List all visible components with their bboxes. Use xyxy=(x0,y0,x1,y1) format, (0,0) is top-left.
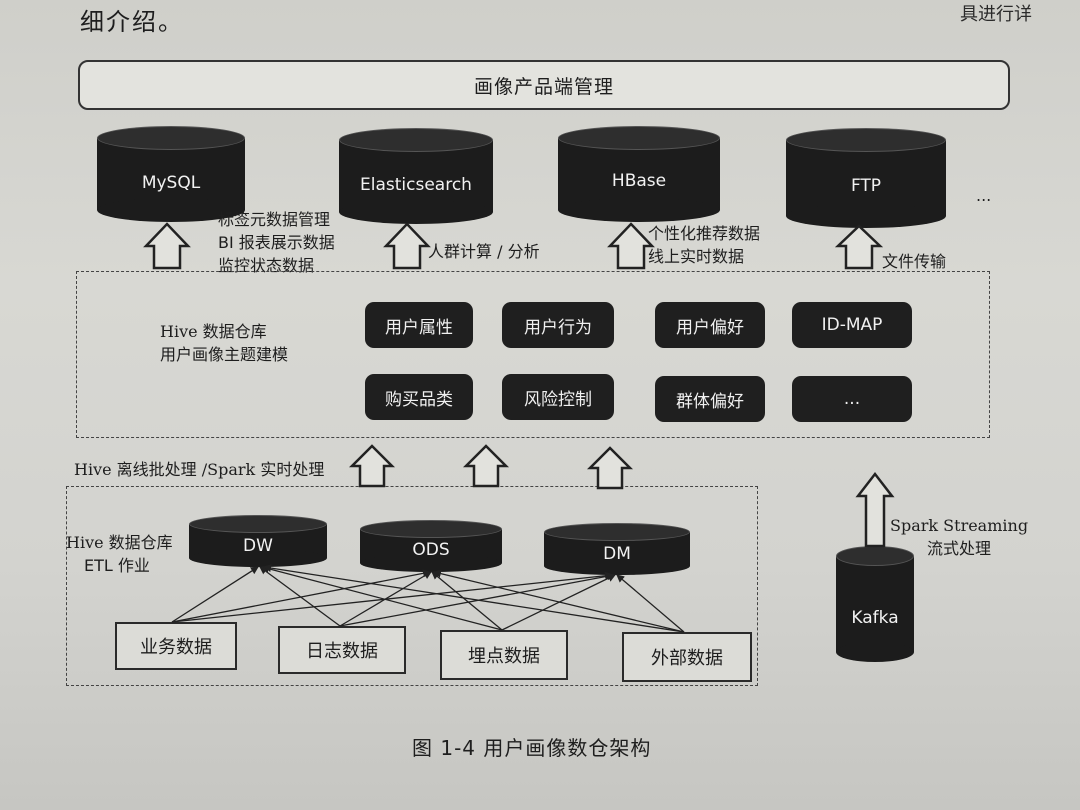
etl-label: Hive 数据仓库 ETL 作业 xyxy=(66,531,173,577)
warehouse-label-line: 用户画像主题建模 xyxy=(160,345,289,364)
topic-group-preference: 群体偏好 xyxy=(655,376,765,422)
streaming-label-line: 流式处理 xyxy=(927,539,992,558)
source-tracking-data: 埋点数据 xyxy=(440,630,568,680)
ftp-note: 文件传输 xyxy=(882,252,947,271)
up-arrow-mysql xyxy=(143,222,191,270)
processing-label: Hive 离线批处理 /Spark 实时处理 xyxy=(74,460,325,479)
layer-label: ODS xyxy=(412,540,450,560)
source-business-data: 业务数据 xyxy=(115,622,237,670)
elasticsearch-cylinder: Elasticsearch xyxy=(339,128,493,224)
storage-label: HBase xyxy=(611,171,667,191)
hbase-note-line: 个性化推荐数据 xyxy=(648,224,761,243)
etl-label-line: Hive 数据仓库 xyxy=(66,533,173,552)
mysql-note-line: 监控状态数据 xyxy=(218,256,315,275)
layer-label: DM xyxy=(603,544,631,564)
storage-label: MySQL xyxy=(141,173,201,193)
mysql-note: 标签元数据管理 BI 报表展示数据 监控状态数据 xyxy=(218,208,335,277)
streaming-label-line: Spark Streaming xyxy=(890,516,1029,535)
hive-warehouse-region xyxy=(76,271,990,438)
topic-user-preference: 用户偏好 xyxy=(655,302,765,348)
source-log-data: 日志数据 xyxy=(278,626,406,674)
up-arrow-kafka xyxy=(855,471,895,548)
product-management-banner: 画像产品端管理 xyxy=(78,60,1010,110)
up-arrow-process-1 xyxy=(348,444,396,488)
es-note: 人群计算 / 分析 xyxy=(428,242,540,261)
warehouse-label-line: Hive 数据仓库 xyxy=(160,322,267,341)
etl-region xyxy=(66,486,758,686)
up-arrow-elasticsearch xyxy=(383,222,431,270)
flow-line xyxy=(261,564,503,631)
page-top-text: 细介绍。 xyxy=(80,8,184,36)
up-arrow-process-3 xyxy=(586,446,634,490)
kafka-label: Kafka xyxy=(851,608,899,628)
up-arrow-process-2 xyxy=(462,444,510,488)
up-arrow-hbase xyxy=(607,222,655,270)
layer-label: DW xyxy=(243,536,273,556)
etl-label-line: ETL 作业 xyxy=(84,556,150,575)
topic-risk-control: 风险控制 xyxy=(502,374,614,420)
topic-more: ... xyxy=(792,376,912,422)
flow-line xyxy=(171,571,613,623)
flow-line xyxy=(616,574,685,633)
streaming-label: Spark Streaming 流式处理 xyxy=(890,514,1028,560)
ods-cylinder: ODS xyxy=(360,520,502,572)
mysql-note-line: BI 报表展示数据 xyxy=(218,233,335,252)
flow-line xyxy=(259,566,341,627)
flow-line xyxy=(433,569,685,633)
source-external-data: 外部数据 xyxy=(622,632,752,682)
warehouse-label: Hive 数据仓库 用户画像主题建模 xyxy=(160,320,288,366)
up-arrow-ftp xyxy=(834,224,884,270)
topic-user-attributes: 用户属性 xyxy=(365,302,473,348)
storage-label: FTP xyxy=(850,176,882,196)
hbase-note-line: 线上实时数据 xyxy=(648,247,745,266)
hbase-cylinder: HBase xyxy=(558,126,720,222)
topic-user-behavior: 用户行为 xyxy=(502,302,614,348)
flow-line xyxy=(171,566,259,623)
dm-cylinder: DM xyxy=(544,523,690,575)
topic-purchase-category: 购买品类 xyxy=(365,374,473,420)
storage-label: Elasticsearch xyxy=(360,175,472,195)
mysql-note-line: 标签元数据管理 xyxy=(218,210,331,229)
dw-cylinder: DW xyxy=(189,515,327,567)
topic-id-map: ID-MAP xyxy=(792,302,912,348)
page-corner-text: 具进行详 xyxy=(960,4,1032,25)
mysql-cylinder: MySQL xyxy=(97,126,245,222)
hbase-note: 个性化推荐数据 线上实时数据 xyxy=(648,222,760,268)
figure-caption: 图 1-4 用户画像数仓架构 xyxy=(412,736,652,760)
flow-line xyxy=(431,571,503,631)
storage-more: ... xyxy=(976,186,992,205)
flow-line xyxy=(263,564,685,633)
ftp-cylinder: FTP xyxy=(786,128,946,228)
